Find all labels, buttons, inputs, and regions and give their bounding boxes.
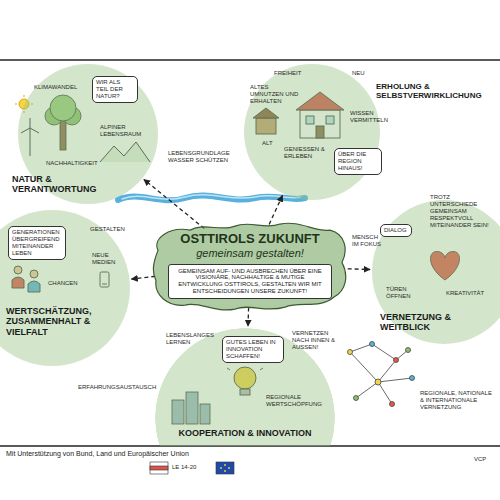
dashed-arrow	[132, 276, 156, 279]
network	[378, 360, 396, 382]
note-label: KREATIVITÄT	[446, 290, 492, 297]
sponsor-logos	[224, 470, 226, 472]
note-label: VCP	[474, 456, 496, 463]
theme-heading: VERNETZUNG & WEITBLICK	[380, 312, 498, 333]
note-label: CHANCEN	[48, 280, 84, 287]
sponsor-logos	[150, 462, 234, 474]
main-subtitle: gemeinsam gestalten!	[168, 247, 332, 260]
dashed-arrow	[144, 179, 205, 228]
sponsor-logos	[150, 462, 168, 474]
theme-heading: ERHOLUNG & SELBSTVERWIRKLICHUNG	[376, 82, 494, 100]
note-label: WISSEN VERMITTELN	[350, 110, 390, 124]
frame	[0, 59, 500, 61]
river	[118, 195, 305, 200]
note-label: MENSCH IM FOKUS	[352, 234, 382, 248]
sun	[15, 104, 17, 105]
note-label: ALT	[262, 140, 282, 147]
dashed-arrow	[348, 268, 370, 270]
theme-heading: WERTSCHÄTZUNG, ZUSAMMENHALT & VIELFALT	[6, 306, 110, 337]
note-label: VERNETZEN NACH INNEN & AUSSEN!	[292, 330, 344, 351]
note-label: LEBENSGRUNDLAGE WASSER SCHÜTZEN	[168, 150, 232, 164]
dashed-arrow	[247, 308, 249, 326]
note-label: NEUE MEDIEN	[92, 252, 122, 266]
network	[350, 344, 372, 352]
note-label: NACHHALTIGKEIT	[46, 160, 106, 167]
speech-bubble: DIALOG	[380, 224, 412, 237]
sponsor-logos	[150, 466, 168, 470]
speech-bubble: WIR ALS TEIL DER NATUR?	[92, 76, 138, 103]
theme-heading: NATUR & VERANTWORTUNG	[12, 174, 108, 195]
network	[348, 342, 415, 407]
note-label: ALTES UMNUTZEN UND ERHALTEN	[250, 84, 300, 105]
note-label: GENIESSEN & ERLEBEN	[284, 146, 332, 160]
main-title: OSTTIROLS ZUKUNFT	[168, 232, 332, 247]
note-label: LEBENSLANGES LERNEN	[166, 332, 218, 346]
note-label: REGIONALE WERTSCHÖPFUNG	[266, 394, 322, 408]
note-label: KLIMAWANDEL	[34, 84, 84, 91]
sponsor-logos	[216, 462, 234, 474]
network	[406, 348, 411, 353]
network	[348, 350, 353, 355]
speech-bubble: GENERATIONEN ÜBERGREIFEND MITEINANDER LE…	[8, 226, 66, 260]
network	[394, 358, 399, 363]
note-label: REGIONALE, NATIONALE & INTERNATIONALE VE…	[420, 390, 492, 411]
network	[370, 342, 375, 347]
note-label: GESTALTEN	[90, 226, 130, 233]
network	[350, 352, 378, 382]
network	[354, 396, 359, 401]
mission-text: GEMEINSAM AUF- UND AUSBRECHEN ÜBER EINE …	[168, 264, 332, 300]
region-outline	[153, 223, 345, 310]
note-label: ALPINER LEBENSRAUM	[100, 124, 146, 138]
network	[378, 382, 392, 404]
region-shape: OSTTIROLS ZUKUNFTgemeinsam gestalten! GEM…	[150, 220, 350, 311]
note-label: TÜREN ÖFFNEN	[386, 286, 422, 300]
dashed-arrow	[269, 196, 282, 225]
speech-bubble: ÜBER DIE REGION HINAUS!	[334, 148, 382, 175]
sponsor-logos	[228, 467, 230, 469]
network	[356, 382, 378, 398]
river	[118, 195, 305, 201]
note-label: LE 14-20	[172, 464, 212, 471]
network	[375, 379, 381, 385]
network	[372, 344, 396, 360]
river	[122, 195, 300, 199]
sponsor-logos	[224, 464, 226, 466]
note-label: TROTZ UNTERSCHIEDE GEMEINSAM RESPEKTVOLL…	[430, 194, 494, 228]
theme-heading: KOOPERATION & INNOVATION	[155, 428, 335, 438]
speech-bubble: GUTES LEBEN IN INNOVATION SCHAFFEN!	[222, 336, 284, 363]
network	[390, 402, 395, 407]
note-label: FREIHEIT	[274, 70, 314, 77]
note-label: NEU	[352, 70, 372, 77]
network	[410, 376, 415, 381]
network	[378, 378, 412, 382]
funding-caption: Mit Unterstützung von Bund, Land und Eur…	[6, 450, 326, 458]
sun	[24, 95, 25, 97]
sponsor-logos	[220, 467, 222, 469]
note-label: ERFAHRUNGSAUSTAUSCH	[78, 384, 158, 391]
